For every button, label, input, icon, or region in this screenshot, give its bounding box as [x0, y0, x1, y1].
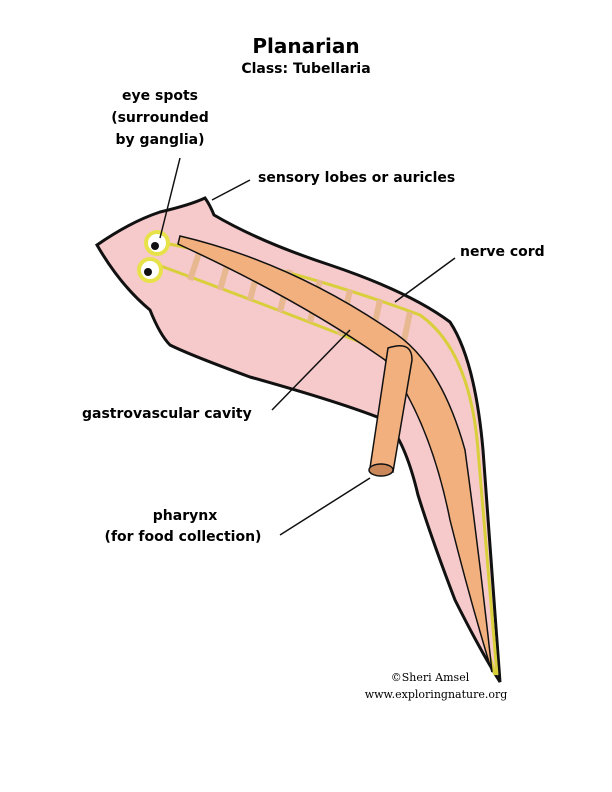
label-eye-spots-line3: by ganglia) — [115, 132, 205, 148]
credit-site: www.exploringnature.org — [364, 688, 508, 701]
label-gastrovascular-cavity: gastrovascular cavity — [82, 406, 252, 422]
page-title: Planarian — [252, 34, 360, 58]
label-eye-spots-line2: (surrounded — [111, 110, 209, 126]
planarian-body — [95, 196, 502, 683]
eye-spots — [137, 230, 170, 283]
page-subtitle: Class: Tubellaria — [241, 61, 371, 77]
label-sensory-lobes: sensory lobes or auricles — [258, 170, 456, 186]
label-eye-spots: eye spots — [122, 88, 198, 104]
label-nerve-cord: nerve cord — [460, 244, 545, 260]
pharynx — [368, 345, 413, 477]
label-pharynx: pharynx — [152, 508, 218, 524]
leader-lines — [159, 157, 456, 536]
credit-author: ©Sheri Amsel — [390, 671, 470, 684]
gastrovascular-cavity — [177, 235, 493, 673]
label-pharynx-line2: (for food collection) — [104, 529, 262, 545]
